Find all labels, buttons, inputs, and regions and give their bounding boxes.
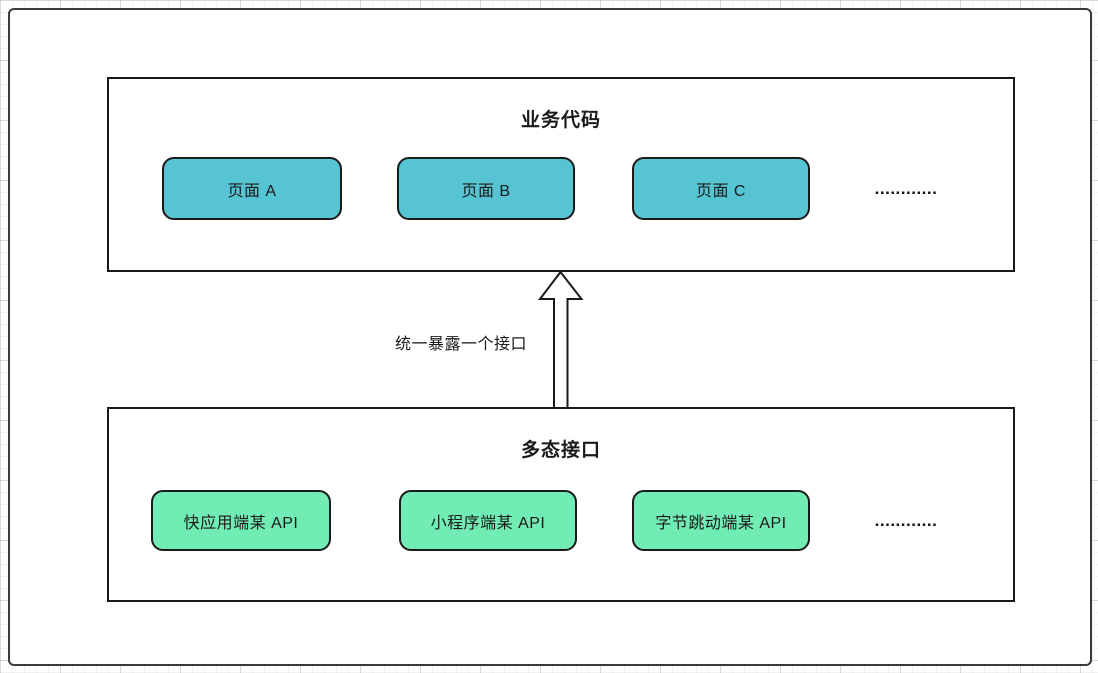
node-miniprogram-api-label: 小程序端某 API xyxy=(430,514,546,532)
up-arrow-icon xyxy=(537,270,584,411)
node-page-a: 页面 A xyxy=(162,157,342,220)
node-miniprogram-api: 小程序端某 API xyxy=(399,490,577,551)
node-bytedance-api-label: 字节跳动端某 API xyxy=(655,514,787,532)
more-apis-ellipsis: ............ xyxy=(874,511,938,530)
business-code-container: 业务代码 页面 A 页面 B 页面 C ............ xyxy=(107,77,1015,272)
more-pages-ellipsis: ............ xyxy=(874,179,938,198)
whiteboard-frame: 业务代码 页面 A 页面 B 页面 C ............ 统一暴露一个接… xyxy=(8,8,1092,666)
node-page-b: 页面 B xyxy=(397,157,575,220)
node-page-b-label: 页面 B xyxy=(461,182,511,200)
polymorphic-interface-container: 多态接口 快应用端某 API 小程序端某 API 字节跳动端某 API ....… xyxy=(107,407,1015,602)
business-code-title: 业务代码 xyxy=(520,110,601,131)
polymorphic-interface-title: 多态接口 xyxy=(520,440,601,461)
node-quickapp-api-label: 快应用端某 API xyxy=(183,514,299,532)
node-page-c: 页面 C xyxy=(632,157,810,220)
arrow-label: 统一暴露一个接口 xyxy=(395,336,528,353)
node-page-c-label: 页面 C xyxy=(695,182,746,200)
node-bytedance-api: 字节跳动端某 API xyxy=(632,490,810,551)
node-quickapp-api: 快应用端某 API xyxy=(151,490,331,551)
node-page-a-label: 页面 A xyxy=(227,182,277,200)
